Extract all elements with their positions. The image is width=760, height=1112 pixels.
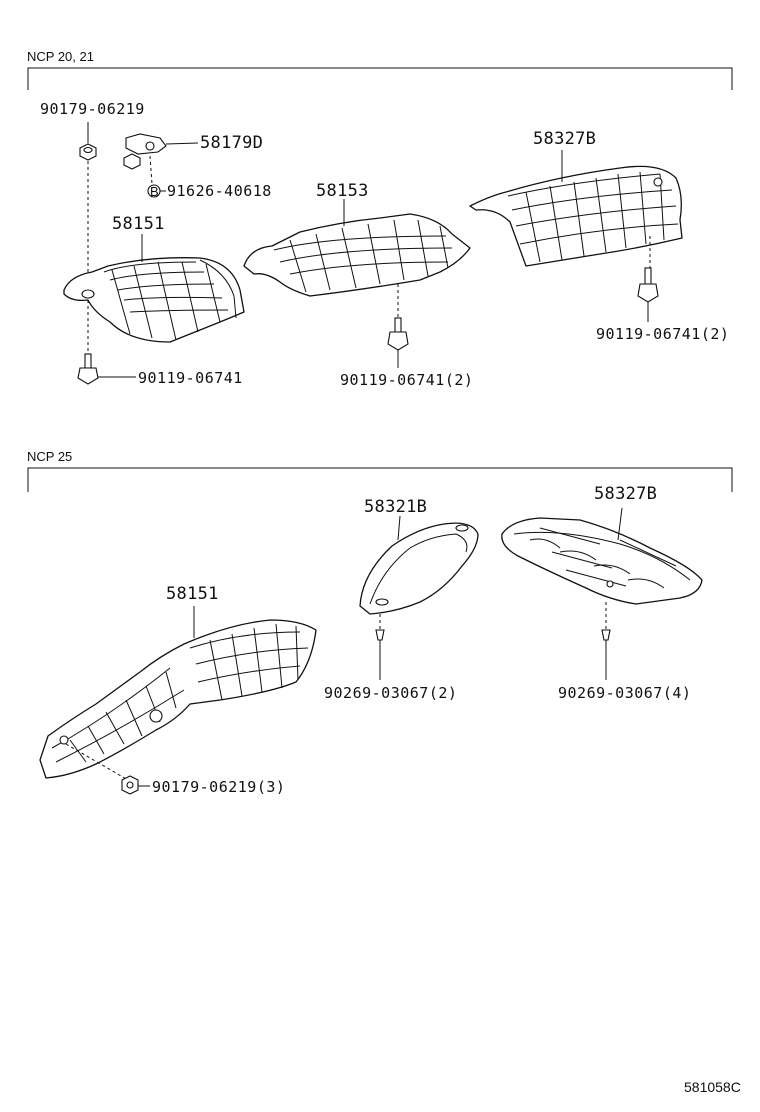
section-bracket xyxy=(27,67,733,90)
heat-insulator-58153-icon xyxy=(243,199,471,320)
stud-bolt-icon xyxy=(375,629,385,680)
label-58151-ncp25[interactable]: 58151 xyxy=(166,584,219,604)
bolt-icon xyxy=(637,267,659,322)
heat-insulator-58151-icon xyxy=(63,234,245,355)
label-58179D[interactable]: 58179D xyxy=(200,133,263,153)
label-90269-03067-x4[interactable]: 90269-03067(4) xyxy=(558,684,691,702)
heat-insulator-58151-icon xyxy=(39,606,317,781)
stud-bolt-icon xyxy=(601,629,611,680)
label-58321B[interactable]: 58321B xyxy=(364,497,427,517)
figure-code: 581058C xyxy=(684,1079,741,1095)
b-marker: B xyxy=(150,184,159,199)
label-91626-40618[interactable]: 91626-40618 xyxy=(167,182,272,200)
label-90119-06741-x2-center[interactable]: 90119-06741(2) xyxy=(340,371,473,389)
label-58151[interactable]: 58151 xyxy=(112,214,165,234)
section-title-ncp-25: NCP 25 xyxy=(27,449,72,464)
section-ncp-20-21: NCP 20, 21 90179-06219 58179D 91626-4061… xyxy=(27,49,733,389)
heat-insulator-58327B-icon xyxy=(469,150,683,272)
label-58153[interactable]: 58153 xyxy=(316,181,369,201)
bolt-icon xyxy=(77,353,136,385)
label-90179-06219-x3[interactable]: 90179-06219(3) xyxy=(152,778,285,796)
nut-icon xyxy=(79,122,97,280)
heat-insulator-58327B-icon xyxy=(501,507,703,630)
label-58327B-ncp25[interactable]: 58327B xyxy=(594,484,657,504)
bolt-icon xyxy=(387,317,409,368)
section-bracket xyxy=(27,467,733,492)
label-90179-06219[interactable]: 90179-06219 xyxy=(40,100,145,118)
label-90119-06741-x2-rear[interactable]: 90119-06741(2) xyxy=(596,325,729,343)
label-90119-06741[interactable]: 90119-06741 xyxy=(138,369,243,387)
heat-insulator-58321B-icon xyxy=(359,515,479,630)
section-ncp-25: NCP 25 58151 58321B 58327B 90269-03067(2… xyxy=(27,449,733,796)
bracket-58179D-icon: B xyxy=(123,133,199,199)
label-90269-03067-x2[interactable]: 90269-03067(2) xyxy=(324,684,457,702)
nut-icon xyxy=(121,775,150,795)
label-58327B[interactable]: 58327B xyxy=(533,129,596,149)
section-title-ncp-20-21: NCP 20, 21 xyxy=(27,49,94,64)
